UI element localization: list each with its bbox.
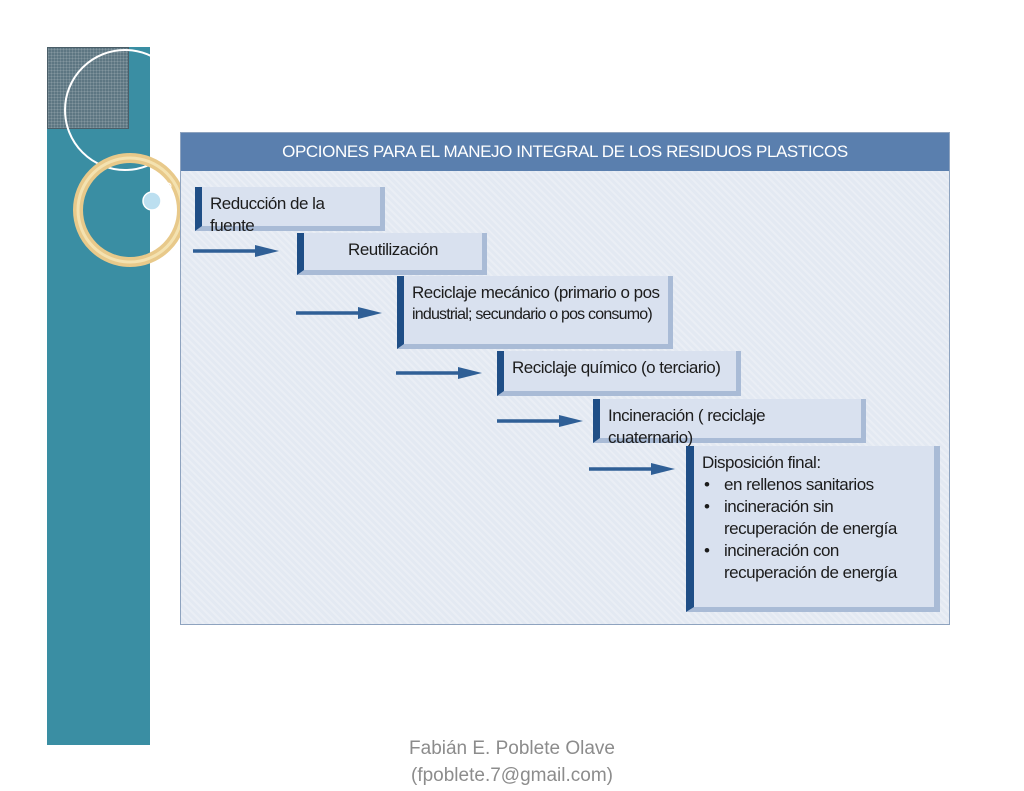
step-incineracion: Incineración ( reciclaje cuaternario) <box>593 399 866 447</box>
decorative-rings-icon <box>64 49 187 267</box>
step-label: Reutilización <box>348 240 438 259</box>
list-item: en rellenos sanitarios <box>702 474 926 496</box>
step-label-line-2: industrial; secundario o pos consumo) <box>412 306 653 323</box>
footer-email: (fpoblete.7@gmail.com) <box>411 765 613 786</box>
step-label: Reciclaje químico (o terciario) <box>512 358 721 377</box>
diagram-title: OPCIONES PARA EL MANEJO INTEGRAL DE LOS … <box>181 133 949 171</box>
step-disposicion-final: Disposición final: en rellenos sanitario… <box>686 446 940 612</box>
step-label: Incineración ( reciclaje cuaternario) <box>608 406 766 447</box>
footer-author: Fabián E. Poblete Olave <box>409 738 615 759</box>
step-reciclaje-mecanico: Reciclaje mecánico (primario o pos indus… <box>397 276 673 349</box>
step-reduccion-fuente: Reducción de la fuente <box>195 187 385 235</box>
arrow-right-icon <box>296 307 382 319</box>
list-item: incineración sin recuperación de energía <box>702 496 926 540</box>
step-reciclaje-quimico: Reciclaje químico (o terciario) <box>497 351 741 396</box>
arrow-right-icon <box>589 463 675 475</box>
step-heading: Disposición final: <box>702 453 821 472</box>
step-reutilizacion: Reutilización <box>297 233 487 275</box>
list-item: incineración con recuperación de energía <box>702 540 926 584</box>
bullet-list: en rellenos sanitarios incineración sin … <box>702 474 926 584</box>
arrow-right-icon <box>497 415 583 427</box>
step-label-line-1: Reciclaje mecánico (primario o pos <box>412 283 660 302</box>
diagram-panel: OPCIONES PARA EL MANEJO INTEGRAL DE LOS … <box>180 132 950 625</box>
arrow-right-icon <box>396 367 482 379</box>
step-label: Reducción de la fuente <box>210 194 325 235</box>
arrow-right-icon <box>193 245 279 257</box>
decorative-pattern-square <box>47 47 129 129</box>
